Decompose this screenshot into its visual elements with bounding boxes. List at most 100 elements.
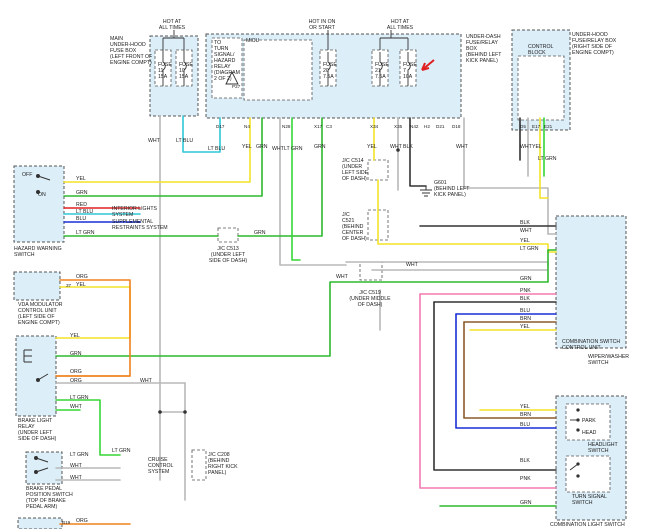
wire-label-grn-c513: GRN — [254, 230, 266, 236]
wire-label-ltgrn-hazard: LT GRN — [76, 230, 95, 236]
fuse-symbols — [162, 30, 411, 86]
park-label: PARK — [582, 418, 596, 424]
ground-symbol — [420, 186, 432, 197]
wire-label-yel-right: YEL — [520, 238, 530, 244]
wire-label-wht-c519: WHT — [406, 262, 419, 268]
fuse7-pointer-arrow — [421, 59, 435, 71]
wire-label-blu-light: BLU — [520, 422, 530, 428]
wire-label-org-bottom: ORG — [76, 518, 88, 524]
brake-light-relay — [15, 335, 57, 417]
pin-h2: H2 — [424, 124, 430, 129]
turn-relay-box — [211, 37, 243, 99]
wire-label-grn-right: GRN — [520, 276, 532, 282]
wire-label-ltgrn-pedal: LT GRN — [70, 452, 89, 458]
turn-switch-inner — [565, 455, 611, 493]
wire-label-wht-3: WHT — [390, 144, 403, 150]
wire-label-grn-2: GRN — [314, 144, 326, 150]
wire-label-yel-relay: YEL — [70, 333, 80, 339]
pin-b19: B19 — [62, 520, 71, 525]
hazard-warning-switch — [13, 165, 65, 243]
vda-modulator — [13, 271, 61, 301]
wire-label-blu-mid: BLU — [520, 308, 530, 314]
jc-c208 — [191, 449, 207, 481]
wire-label-yel-mid: YEL — [520, 324, 530, 330]
wires — [55, 115, 557, 525]
wire-label-ltblu-2: LT BLU — [208, 146, 225, 152]
pin-n4: N4 — [244, 124, 250, 129]
pin-37: 37 — [66, 283, 72, 288]
pin-e17: E17 — [532, 124, 541, 129]
wire-label-blu-hazard: BLU — [76, 216, 86, 222]
pin-e21: E21 — [544, 124, 553, 129]
headlight-switch-inner — [565, 403, 611, 441]
wire-label-yel-vda: YEL — [76, 282, 86, 288]
wire-label-wht-right: WHT — [520, 228, 533, 234]
on-label: ON — [38, 192, 46, 198]
wire-label-yel-1: YEL — [242, 144, 252, 150]
wire-label-ltgrn-right: LT GRN — [520, 246, 539, 252]
wire-label-org-relay-2: ORG — [70, 378, 82, 384]
jc-c519 — [359, 261, 383, 281]
wire-label-ltgrn-pedal-2: LT GRN — [112, 448, 131, 454]
wire-label-wht-1: WHT — [148, 138, 161, 144]
pin-x35: X35 — [394, 124, 403, 129]
wire-label-yel-hazard: YEL — [76, 176, 86, 182]
wire-label-grn-light: GRN — [520, 500, 532, 506]
wire-label-blk-right: BLK — [520, 220, 530, 226]
wire-label-ltblu-1: LT BLU — [176, 138, 193, 144]
off-label: OFF — [22, 172, 32, 178]
control-block — [517, 55, 565, 121]
bottom-stub-component — [17, 517, 63, 529]
wire-label-grn-relay: GRN — [70, 351, 82, 357]
wire-label-org-vda: ORG — [76, 274, 88, 280]
wire-label-yel-3: YEL — [532, 144, 542, 150]
wire-label-wht-c519-2: WHT — [336, 274, 349, 280]
wire-label-grn-1: GRN — [256, 144, 268, 150]
wire-label-wht-pedal-1: WHT — [70, 463, 83, 469]
wire-label-wht-pedal-2: WHT — [70, 475, 83, 481]
pin-n28: N28 — [282, 124, 291, 129]
wire-label-brn-light: BRN — [520, 412, 531, 418]
wire-label-wht-relay: WHT — [140, 378, 153, 384]
pin-d17: D17 — [216, 124, 225, 129]
wire-label-org-relay-1: ORG — [70, 369, 82, 375]
combination-switch-control-unit — [555, 215, 627, 349]
pin-x17: X17 — [314, 124, 323, 129]
wire-label-red: RED — [76, 202, 87, 208]
pin-d5: D5 — [520, 124, 526, 129]
pin-c3: C3 — [326, 124, 332, 129]
wire-label-ltgrn-1: LT GRN — [284, 146, 303, 152]
pin-p27: P27 — [232, 84, 241, 89]
wire-label-wht-2: WHT — [272, 146, 285, 152]
